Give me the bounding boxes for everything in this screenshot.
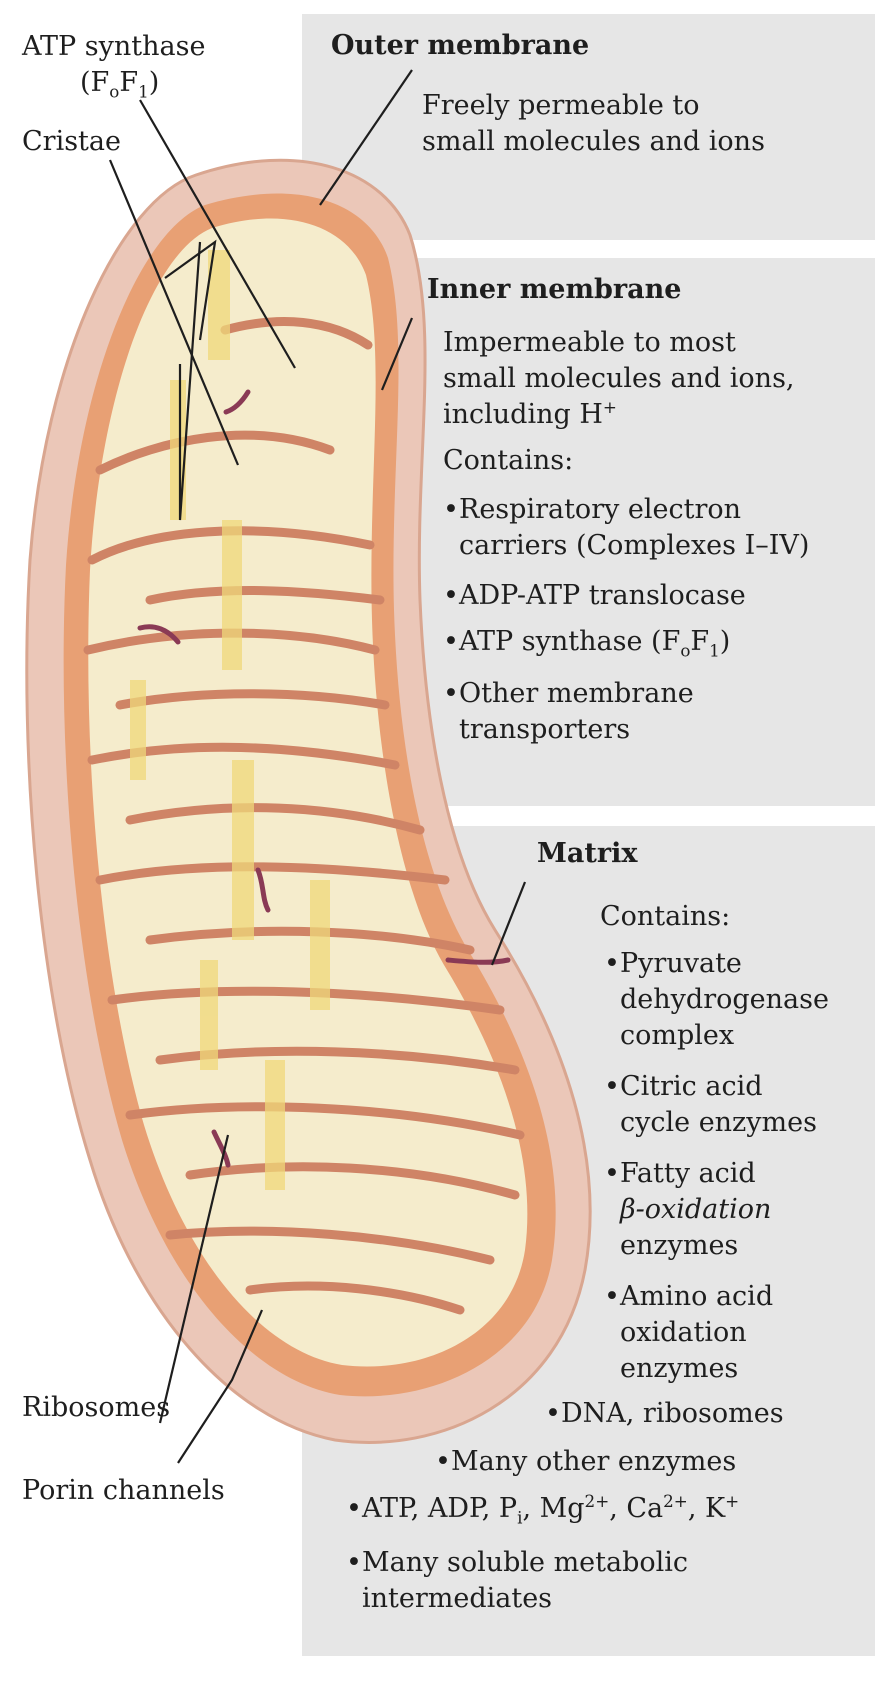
matrix-shape <box>88 218 528 1367</box>
inner-membrane-desc-line2: small molecules and ions, <box>443 363 795 394</box>
porin-channels-label: Porin channels <box>22 1475 225 1506</box>
inner-item-synthase: •ATP synthase (FoF1) <box>443 626 731 661</box>
matrix-item-fatty: •Fatty acid β-oxidation enzymes <box>604 1158 772 1261</box>
outer-membrane-panel <box>302 14 875 240</box>
matrix-item-other-enzymes: •Many other enzymes <box>435 1446 737 1477</box>
atp-synthase-formula: (FoF1) <box>80 67 160 102</box>
inner-item-respiratory: •Respiratory electron carriers (Complexe… <box>443 494 810 561</box>
matrix-contains-label: Contains: <box>600 901 731 932</box>
leader-lines <box>108 69 527 1464</box>
outer-membrane-desc-line2: small molecules and ions <box>422 126 765 157</box>
matrix-item-dna: •DNA, ribosomes <box>545 1398 784 1429</box>
matrix-item-citric: •Citric acid cycle enzymes <box>604 1071 817 1138</box>
inner-membrane-panel <box>407 258 875 806</box>
cristae-label: Cristae <box>22 126 121 157</box>
outer-membrane-desc-line1: Freely permeable to <box>422 90 700 121</box>
inner-membrane-desc-line1: Impermeable to most <box>443 327 736 358</box>
matrix-item-pyruvate: •Pyruvate dehydrogenase complex <box>604 948 829 1051</box>
inner-membrane-title: Inner membrane <box>427 274 682 305</box>
matrix-item-soluble: •Many soluble metabolic intermediates <box>346 1547 689 1614</box>
inner-item-translocase: •ADP-ATP translocase <box>443 580 746 611</box>
matrix-item-amino: •Amino acid oxidation enzymes <box>604 1281 774 1384</box>
inner-item-transporters: •Other membrane transporters <box>443 678 694 745</box>
dna-strands <box>137 389 511 1168</box>
matrix-granules <box>130 250 330 1190</box>
cristae-folds <box>83 317 525 1315</box>
inner-membrane-contains-label: Contains: <box>443 445 574 476</box>
inner-membrane-desc-line3: including H+ <box>443 397 617 430</box>
matrix-item-ions: •ATP, ADP, Pi, Mg2+, Ca2+, K+ <box>346 1491 740 1528</box>
ribosomes-label: Ribosomes <box>22 1392 171 1423</box>
outer-membrane-title: Outer membrane <box>331 30 590 61</box>
matrix-title: Matrix <box>537 838 638 869</box>
atp-synthase-label: ATP synthase <box>22 31 206 62</box>
